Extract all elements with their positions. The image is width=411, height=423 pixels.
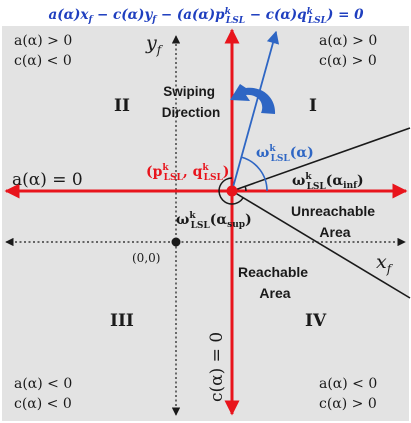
inf-angle-arc bbox=[244, 185, 247, 192]
unreachable-area-label: Unreachable Area bbox=[291, 203, 379, 240]
yf-label: yf bbox=[145, 32, 164, 57]
swiping-arrow-icon bbox=[230, 84, 276, 114]
origin-dot bbox=[171, 237, 181, 247]
inf-boundary-line bbox=[231, 127, 411, 192]
origin-label: (0,0) bbox=[132, 251, 160, 265]
omega-angle-arc bbox=[240, 156, 268, 192]
condition-bottom-right: a(α) < 0 c(α) > 0 bbox=[319, 376, 382, 412]
c-zero-label: c(α) = 0 bbox=[207, 332, 227, 402]
quadrant-III: III bbox=[110, 311, 134, 331]
condition-top-left: a(α) > 0 c(α) < 0 bbox=[14, 33, 77, 69]
a-zero-label: a(α) = 0 bbox=[12, 170, 83, 190]
omega-vector bbox=[231, 30, 280, 192]
quadrant-I: I bbox=[309, 96, 317, 116]
sup-angle-arc bbox=[218, 177, 244, 205]
xf-label: xf bbox=[376, 251, 394, 276]
reachable-area-label: Reachable Area bbox=[238, 264, 312, 301]
condition-bottom-left: a(α) < 0 c(α) < 0 bbox=[14, 376, 77, 412]
sup-boundary-line bbox=[231, 190, 411, 299]
condition-top-right: a(α) > 0 c(α) > 0 bbox=[319, 33, 382, 69]
diagram-background bbox=[2, 26, 409, 421]
quadrant-IV: IV bbox=[305, 311, 327, 331]
quadrant-II: II bbox=[114, 96, 130, 116]
reference-point bbox=[226, 185, 238, 197]
swiping-direction-label: Swiping Direction bbox=[162, 84, 221, 120]
